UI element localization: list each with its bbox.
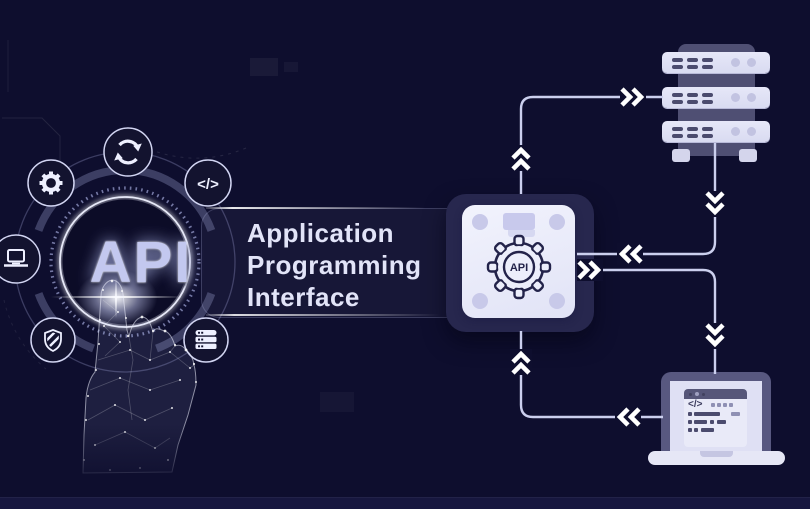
card-screw-dot xyxy=(472,293,488,309)
sync-icon xyxy=(114,139,142,165)
connector-server-to-card xyxy=(577,143,717,256)
hub-icon-server xyxy=(183,317,229,363)
arrow-up-icon xyxy=(510,349,532,375)
hub-icon-shield xyxy=(30,317,76,363)
connector-card-to-laptop xyxy=(577,268,717,374)
card-api-label: API xyxy=(510,262,528,274)
panel-glow-bottom xyxy=(206,314,441,316)
hub-icon-laptop xyxy=(0,234,41,284)
caption-line-3: Interface xyxy=(247,282,360,312)
server-led xyxy=(747,127,756,136)
arrow-down-icon xyxy=(704,191,726,217)
server-foot xyxy=(739,149,757,162)
card-screw-dot xyxy=(549,293,565,309)
server-unit xyxy=(662,52,770,73)
glow-flare-vertical xyxy=(115,278,117,318)
fingertip-glow xyxy=(61,259,173,337)
laptop-icon xyxy=(4,249,28,267)
server-led xyxy=(747,93,756,102)
server-led xyxy=(731,58,740,67)
connector-card-to-server xyxy=(519,95,663,194)
card-screw-dot xyxy=(549,214,565,230)
hub-tick-ring xyxy=(49,186,201,338)
card-tab-step xyxy=(508,230,535,237)
glow-flare-horizontal xyxy=(51,296,183,298)
server-unit xyxy=(662,87,770,108)
connector-laptop-to-card xyxy=(519,331,663,419)
arrow-right-icon xyxy=(577,259,603,281)
code-icon: </> xyxy=(197,176,219,193)
panel-glow-top xyxy=(206,207,426,209)
arrow-right-icon xyxy=(620,86,646,108)
hub-icon-code: </> xyxy=(184,159,232,207)
card-screw-dot xyxy=(472,214,488,230)
arrow-left-icon xyxy=(615,406,641,428)
background-circuit-deco xyxy=(2,40,298,370)
code-window-titlebar xyxy=(684,389,747,399)
server-led xyxy=(731,93,740,102)
bottom-accent-strip xyxy=(0,497,810,509)
caption-line-2: Programming xyxy=(247,250,422,280)
window-dot xyxy=(702,392,705,396)
arrow-up-icon xyxy=(510,145,532,171)
connector-lines xyxy=(519,95,717,419)
server-foot xyxy=(672,149,690,162)
hub-api-title: API xyxy=(89,230,193,295)
arrow-down-icon xyxy=(704,323,726,349)
server-led xyxy=(731,127,740,136)
laptop-code-window: </> xyxy=(684,389,747,447)
flow-arrows xyxy=(510,86,726,428)
caption-line-1: Application xyxy=(247,218,395,248)
server-led xyxy=(747,58,756,67)
laptop-base xyxy=(648,451,785,465)
hub-icon-gear xyxy=(27,159,75,207)
window-dot xyxy=(689,392,692,396)
hub-icon-sync xyxy=(103,127,153,177)
hand-fade-overlay xyxy=(66,424,216,500)
laptop-notch xyxy=(700,451,733,457)
gear-icon xyxy=(39,171,63,195)
caption-text: Application Programming Interface xyxy=(247,217,422,313)
caption-panel xyxy=(201,208,474,318)
card-tab xyxy=(503,213,535,230)
window-dot xyxy=(695,392,699,396)
laptop-code-icon: </> xyxy=(688,399,703,410)
api-gear-icon: API xyxy=(486,234,552,300)
arrow-left-icon xyxy=(617,243,643,265)
server-icon xyxy=(195,330,217,349)
server-unit xyxy=(662,121,770,142)
